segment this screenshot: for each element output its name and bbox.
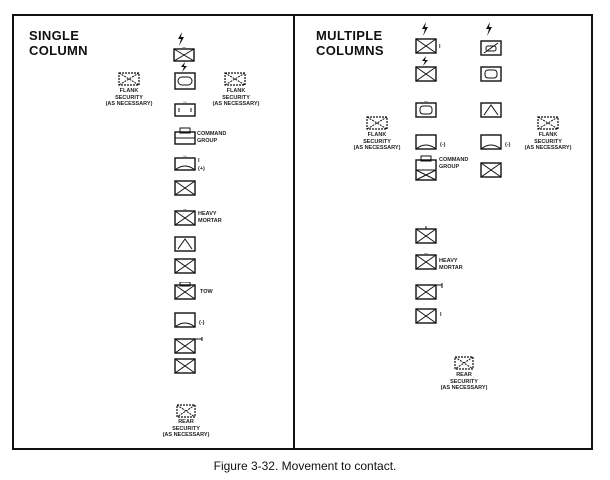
svg-text:•••: ••• (424, 100, 427, 104)
armor-unit-icon (174, 358, 196, 374)
armor-unit-icon (174, 336, 204, 354)
recon-unit-icon (415, 132, 437, 150)
recon-unit-icon (480, 66, 502, 82)
unit-tag: I (439, 44, 441, 50)
flank-security-icon (366, 114, 388, 130)
rear-security-icon (176, 402, 196, 418)
rear-security-icon (454, 354, 474, 370)
heavy-mortar-icon: ••• (174, 208, 196, 226)
armor-unit-icon (415, 282, 445, 300)
command-group-icon (174, 126, 196, 146)
recon-unit-icon (480, 38, 502, 56)
lightning-icon (421, 56, 429, 66)
flank-security-icon (224, 70, 246, 86)
armor-unit-icon (415, 308, 437, 324)
armor-unit-icon (174, 180, 196, 196)
tow-unit-icon (174, 282, 196, 300)
recon-unit-icon: ••• (174, 154, 196, 172)
mortar-unit-icon (174, 234, 196, 252)
tow-label: TOW (200, 289, 213, 295)
unit-tag: (+) (198, 166, 205, 172)
flank-security-icon (118, 70, 140, 86)
recon-unit-icon: ••• (174, 100, 196, 118)
flank-security-icon (537, 114, 559, 130)
recon-unit-icon (174, 310, 196, 328)
svg-text:•••: ••• (424, 252, 427, 256)
command-group-icon (415, 154, 437, 182)
heavy-mortar-icon: ••• (415, 252, 437, 270)
single-column-title: SINGLE COLUMN (29, 28, 88, 58)
unit-tag: (-) (440, 142, 446, 148)
panel-divider (293, 14, 295, 450)
unit-tag: (-) (199, 320, 205, 326)
unit-tag: (-) (505, 142, 511, 148)
lightning-icon (176, 32, 186, 46)
recon-unit-icon (174, 72, 196, 90)
figure-caption: Figure 3-32. Movement to contact. (213, 459, 397, 473)
armor-unit-icon (174, 258, 196, 274)
mortar-unit-icon (480, 100, 502, 118)
armor-unit-icon: ••• (173, 46, 195, 62)
lightning-icon (484, 22, 494, 36)
armor-unit-icon (415, 226, 437, 244)
lightning-icon (180, 62, 188, 72)
svg-text:•••: ••• (183, 208, 186, 212)
recon-unit-icon: ••• (415, 100, 437, 118)
unit-tag: I (198, 158, 200, 164)
lightning-icon (420, 22, 430, 36)
armor-unit-icon (415, 66, 437, 82)
multiple-columns-title: MULTIPLE COLUMNS (316, 28, 384, 58)
armor-unit-icon (415, 38, 437, 54)
svg-text:•••: ••• (183, 100, 186, 104)
figure-frame (12, 14, 593, 450)
armor-unit-icon (480, 162, 502, 178)
svg-text:•••: ••• (183, 154, 186, 158)
svg-text:•••: ••• (182, 46, 185, 50)
unit-tag: I (440, 312, 442, 318)
recon-unit-icon (480, 132, 502, 150)
